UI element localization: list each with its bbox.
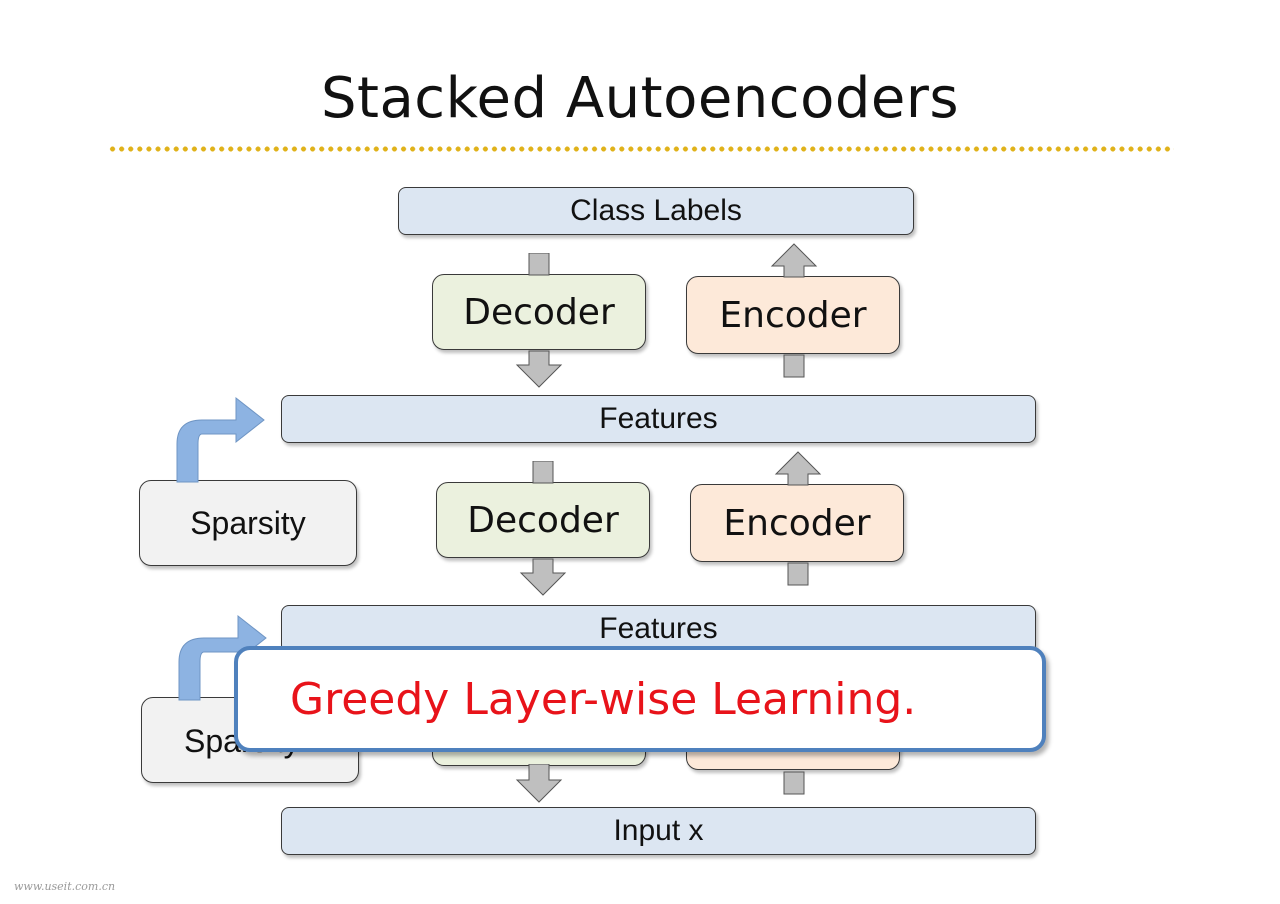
features-layer-middle: Features	[281, 605, 1036, 653]
greedy-learning-callout: Greedy Layer-wise Learning.	[234, 646, 1046, 752]
down-arrow-icon	[515, 764, 563, 803]
class-labels-layer: Class Labels	[398, 187, 914, 235]
watermark: www.useit.com.cn	[14, 880, 116, 893]
callout-text: Greedy Layer-wise Learning.	[290, 673, 917, 725]
up-arrow-icon	[774, 451, 822, 586]
decoder-block-middle: Decoder	[436, 482, 650, 558]
down-arrow-icon	[519, 461, 567, 596]
encoder-block-top: Encoder	[686, 276, 900, 354]
up-arrow-icon	[770, 243, 818, 378]
slide-title: Stacked Autoencoders	[320, 66, 960, 131]
down-arrow-icon	[515, 253, 563, 388]
title-dotted-rule	[108, 146, 1174, 152]
encoder-block-middle: Encoder	[690, 484, 904, 562]
input-layer: Input x	[281, 807, 1036, 855]
curved-arrow-icon	[176, 396, 265, 483]
decoder-block-top: Decoder	[432, 274, 646, 350]
up-arrow-icon	[783, 771, 805, 795]
features-layer-top: Features	[281, 395, 1036, 443]
features-layer-middle-label: Features	[599, 612, 718, 645]
sparsity-box-top: Sparsity	[139, 480, 357, 566]
